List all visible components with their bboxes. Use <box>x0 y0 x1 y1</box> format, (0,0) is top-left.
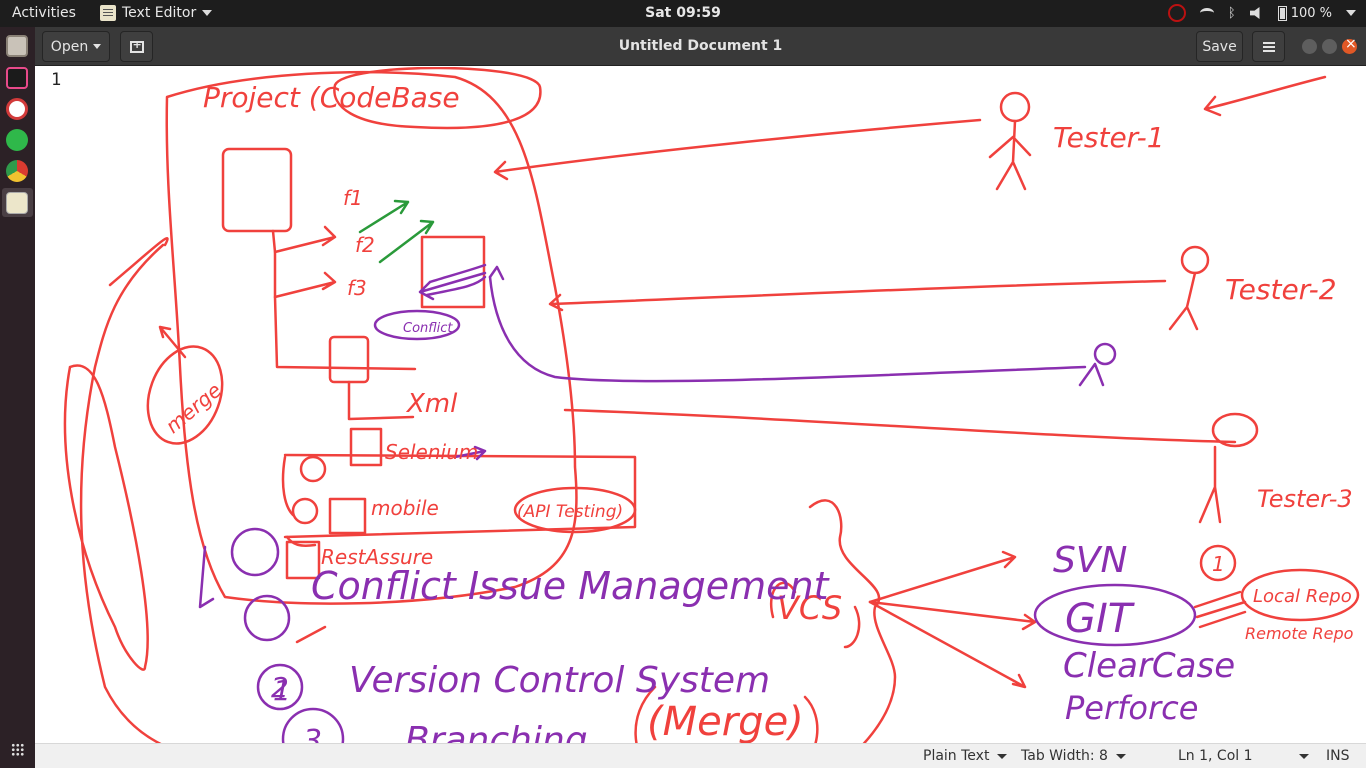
line-number: 1 <box>51 70 62 90</box>
git-label: GIT <box>1065 596 1136 642</box>
chrome-icon[interactable] <box>6 160 28 182</box>
open-button[interactable]: Open <box>42 31 110 62</box>
tab-width-label: Tab Width: 8 <box>1021 748 1108 764</box>
conflict-small-ellipse <box>373 309 461 341</box>
status-bar: Plain Text Tab Width: 8 Ln 1, Col 1 INS <box>35 743 1366 768</box>
merge-ellipse <box>146 345 224 445</box>
tab-width-selector[interactable]: Tab Width: 8 <box>1021 748 1126 764</box>
merge-big-label: (Merge) <box>647 699 804 743</box>
restassure-box <box>285 540 321 580</box>
cursor-position-selector[interactable]: Ln 1, Col 1 <box>1178 748 1309 764</box>
list-item-conflict: Conflict Issue Management <box>311 564 831 608</box>
mobile-label: mobile <box>371 496 439 520</box>
git-ellipse <box>1033 583 1197 647</box>
language-label: Plain Text <box>923 748 990 764</box>
screen-recorder-icon[interactable] <box>1167 4 1186 22</box>
menu-button[interactable] <box>1252 31 1285 62</box>
app-menu-label: Text Editor <box>122 5 197 21</box>
project-box <box>221 147 293 233</box>
xml-label: Xml <box>405 389 458 419</box>
mobile-box <box>328 497 367 535</box>
header-bar: Open Untitled Document 1 Save <box>35 27 1366 66</box>
xml-box <box>328 335 370 384</box>
repo-number-1: 1 <box>1212 552 1225 576</box>
hamburger-icon <box>1262 45 1275 48</box>
maximize-button[interactable] <box>1322 39 1337 54</box>
clearcase-label: ClearCase <box>1063 646 1235 686</box>
system-menu-chevron-icon[interactable] <box>1346 10 1356 16</box>
wifi-icon <box>1199 8 1214 18</box>
minimize-button[interactable] <box>1302 39 1317 54</box>
new-document-icon <box>129 38 144 53</box>
new-document-button[interactable] <box>120 31 153 62</box>
top-bar: Activities Text Editor Sat 09:59 ᛒ 100 % <box>0 0 1366 27</box>
annotation-drawing: Project (CodeBase f1 f2 f3 Xml Selenium … <box>63 67 1360 743</box>
insert-mode-label: INS <box>1326 748 1350 764</box>
chevron-down-icon <box>93 44 102 49</box>
window-title: Untitled Document 1 <box>618 38 783 54</box>
whatsapp-icon[interactable] <box>6 129 28 151</box>
selenium-box <box>349 427 383 467</box>
file-label-f3: f3 <box>347 276 367 300</box>
test-container <box>283 453 637 539</box>
tester-2-label: Tester-2 <box>1225 273 1337 306</box>
battery-percent: 100 % <box>1290 5 1332 21</box>
jetbrains-icon[interactable] <box>6 67 28 89</box>
file-label-f2: f2 <box>355 233 375 257</box>
conflict-box <box>420 235 486 309</box>
dock <box>0 27 35 768</box>
cursor-position-label: Ln 1, Col 1 <box>1178 748 1253 764</box>
chevron-down-icon <box>997 753 1008 759</box>
files-icon[interactable] <box>6 35 28 57</box>
list-item-branching: Branching <box>405 720 588 743</box>
local-repo-ellipse <box>1240 568 1360 622</box>
api-testing-ellipse <box>513 486 637 534</box>
list-number-2: 2 <box>271 671 289 704</box>
perforce-label: Perforce <box>1065 689 1198 727</box>
volume-icon <box>1249 7 1260 19</box>
list-number-1: 1 <box>273 674 291 707</box>
file-label-f1: f1 <box>343 186 363 210</box>
system-tray[interactable]: ᛒ 100 % <box>1167 4 1356 22</box>
app-menu[interactable]: Text Editor <box>100 5 213 21</box>
save-button[interactable]: Save <box>1196 31 1243 62</box>
codebase-ellipse <box>333 67 542 130</box>
codebase-outline <box>165 70 578 605</box>
insert-mode-indicator[interactable]: INS <box>1326 748 1350 764</box>
conflict-small-label: Conflict <box>403 321 453 336</box>
bluetooth-icon: ᛒ <box>1227 5 1236 21</box>
project-label: Project (CodeBase <box>203 81 460 114</box>
open-button-label: Open <box>50 38 89 55</box>
text-editor-icon <box>100 5 116 21</box>
tester-3-label: Tester-3 <box>1257 485 1353 513</box>
language-selector[interactable]: Plain Text <box>923 748 1008 764</box>
merge-loop <box>79 243 165 743</box>
close-button[interactable] <box>1342 36 1357 54</box>
tester-1-label: Tester-1 <box>1053 121 1165 154</box>
list-item-vcs: Version Control System <box>349 660 770 701</box>
api-testing-label: (API Testing) <box>517 502 623 522</box>
battery-icon <box>1277 5 1287 21</box>
svn-label: SVN <box>1053 540 1127 581</box>
local-repo-label: Local Repo <box>1253 586 1352 607</box>
activities-button[interactable]: Activities <box>12 5 76 21</box>
list-number-3: 3 <box>303 724 322 743</box>
text-editor-area[interactable]: 1 <box>35 67 1366 743</box>
office-icon[interactable] <box>6 98 28 120</box>
restassure-label: RestAssure <box>321 545 433 569</box>
remote-repo-label: Remote Repo <box>1245 624 1354 643</box>
show-applications-icon[interactable] <box>11 743 24 756</box>
chevron-down-icon <box>1115 753 1126 759</box>
chevron-down-icon <box>1298 753 1309 759</box>
vcs-label: VCS <box>777 589 842 627</box>
chevron-down-icon <box>202 10 213 16</box>
text-editor-icon[interactable] <box>6 192 28 214</box>
selenium-label: Selenium <box>385 440 478 464</box>
vcs-bracket <box>808 499 897 743</box>
